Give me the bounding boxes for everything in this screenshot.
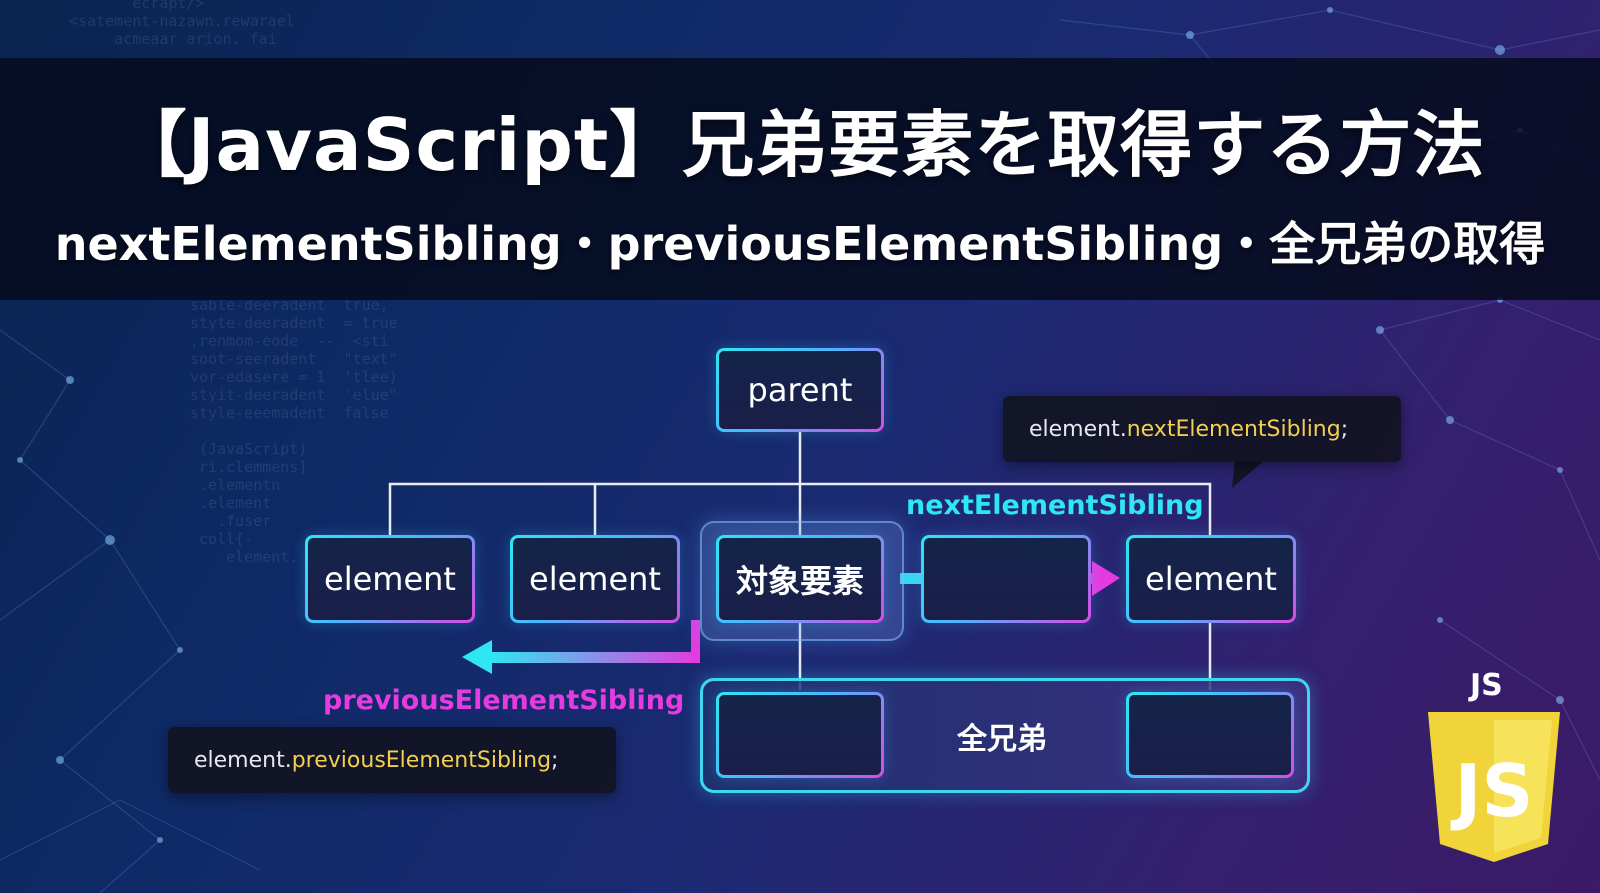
target-node: 対象要素 [716, 535, 884, 623]
next-code-end: ; [1340, 416, 1349, 442]
all-siblings-slot-left [716, 692, 884, 778]
previous-sibling-label: previousElementSibling [323, 685, 685, 716]
prev-code-object: element. [194, 747, 292, 773]
previous-code-snippet: element.previousElementSibling; [168, 727, 616, 793]
sibling-node-label: element [529, 560, 661, 598]
prev-code-property: previousElementSibling [291, 747, 552, 773]
title-band [0, 58, 1600, 300]
prev-arrow-head [462, 640, 492, 674]
next-code-bubble-tail [1232, 460, 1265, 488]
prev-code-end: ; [551, 747, 559, 773]
sibling-node-label: element [1145, 560, 1277, 598]
parent-label: parent [747, 371, 853, 409]
empty-sibling-node [921, 535, 1091, 623]
js-badge-label: JS [1470, 668, 1503, 703]
js-shield-letters: JS [1450, 749, 1534, 833]
next-code-property: nextElementSibling [1126, 416, 1341, 442]
background-code-texture: ecrapt/> <satement-nazawn.rewarael acmea… [69, 0, 295, 48]
all-siblings-slot-right [1126, 692, 1294, 778]
target-node-label: 対象要素 [735, 562, 864, 600]
next-code-snippet: element.nextElementSibling; [1003, 396, 1401, 462]
next-sibling-node: element [1126, 535, 1296, 623]
page-subtitle: nextElementSibling・previousElementSiblin… [54, 217, 1546, 271]
page-title: 【JavaScript】兄弟要素を取得する方法 [114, 103, 1486, 187]
sibling-node-2: element [510, 535, 680, 623]
prev-arrow-riser [691, 620, 700, 663]
next-arrow-head [1092, 561, 1120, 596]
parent-node: parent [716, 348, 884, 432]
all-siblings-label: 全兄弟 [957, 722, 1047, 757]
js-shield-logo: JS [1428, 712, 1560, 862]
background-code-texture: sable-deeradent true, styte-deeradent = … [190, 296, 398, 566]
sibling-node-1: element [305, 535, 475, 623]
prev-arrow-shaft [490, 652, 700, 663]
next-code-object: element. [1029, 416, 1127, 442]
sibling-node-label: element [324, 560, 456, 598]
next-sibling-label: nextElementSibling [906, 490, 1204, 521]
